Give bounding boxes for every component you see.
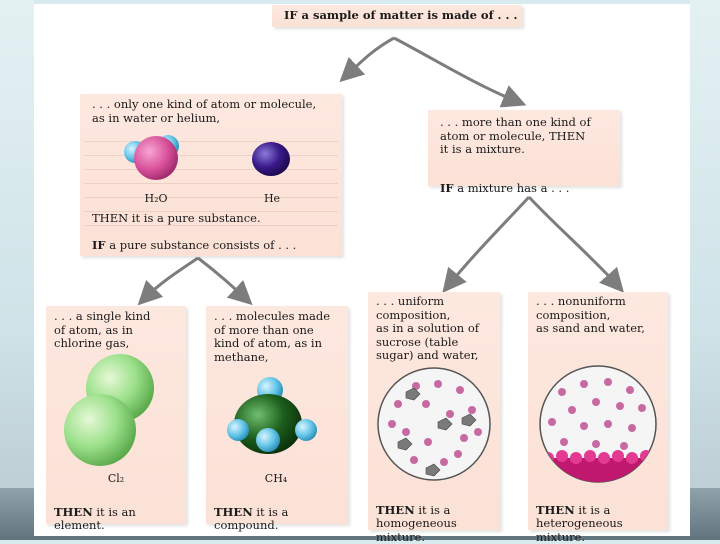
arrow-pure-left <box>137 256 199 306</box>
heterogeneous-description: . . . nonuniform composition, as sand an… <box>536 294 645 335</box>
pure-then-text: THEN it is a pure substance. <box>92 211 261 225</box>
homogeneous-then-line: THEN it is a homogeneous mixture. <box>376 490 457 544</box>
homogeneous-box: . . . uniform composition, as in a solut… <box>368 292 500 543</box>
heterogeneous-box: . . . nonuniform composition, as sand an… <box>528 292 668 543</box>
compound-box: . . . molecules made of more than one ki… <box>206 306 348 532</box>
compound-formula: CH₄ <box>264 472 288 485</box>
compound-then-text: it is a compound. <box>214 504 289 532</box>
question-top-text: IF a sample of matter is made of . . . <box>284 8 518 22</box>
element-description: . . . a single kind of atom, as in chlor… <box>54 309 151 350</box>
water-label: H₂O <box>144 192 168 205</box>
element-then-line: THEN it is an element. <box>54 492 136 533</box>
sand-water-mixture-icon <box>539 365 657 483</box>
helium-atom-icon <box>252 142 290 176</box>
solution-illustration <box>377 367 491 481</box>
mixture-description: . . . more than one kind of atom or mole… <box>440 115 591 156</box>
element-formula: Cl₂ <box>107 472 125 485</box>
methane-molecule-icon <box>227 377 317 454</box>
mixture-box: . . . more than one kind of atom or mole… <box>428 110 620 194</box>
compound-description: . . . molecules made of more than one ki… <box>214 309 331 364</box>
molecule-illustrations <box>124 135 290 180</box>
pure-if-keyword: IF <box>92 237 106 252</box>
heterogeneous-then-keyword: THEN <box>536 502 575 517</box>
heterogeneous-then-line: THEN it is a heterogeneous mixture. <box>536 490 623 544</box>
arrow-top-left <box>339 36 395 83</box>
mixture-if-line: IF a mixture has a . . . <box>440 168 569 195</box>
pure-substance-box: . . . only one kind of atom or molecule,… <box>80 94 342 256</box>
question-box-top: IF a sample of matter is made of . . . <box>272 5 522 27</box>
methane-illustration <box>227 377 317 454</box>
pure-if-text: a pure substance consists of . . . <box>105 237 297 252</box>
chlorine-molecule-icon <box>64 354 154 466</box>
element-then-keyword: THEN <box>54 504 93 519</box>
flow-arrows <box>137 36 624 306</box>
sand-water-illustration <box>539 365 657 483</box>
arrow-top-right <box>393 36 527 108</box>
arrow-mix-right <box>527 195 624 293</box>
water-molecule-icon <box>124 135 179 180</box>
pure-if-line: IF a pure substance consists of . . . <box>92 225 296 252</box>
chlorine-illustration <box>64 354 154 466</box>
pure-description: . . . only one kind of atom or molecule,… <box>92 97 317 125</box>
mixture-if-keyword: IF <box>440 180 454 195</box>
compound-then-line: THEN it is a compound. <box>214 492 288 533</box>
sucrose-solution-icon <box>377 367 491 481</box>
slide-background-right <box>690 0 720 540</box>
homogeneous-description: . . . uniform composition, as in a solut… <box>376 294 480 362</box>
element-then-text: it is an element. <box>54 504 136 532</box>
element-box: . . . a single kind of atom, as in chlor… <box>46 306 186 532</box>
diagram-page: IF a sample of matter is made of . . . .… <box>34 4 690 543</box>
arrow-mix-left <box>442 195 531 293</box>
arrow-pure-right <box>197 256 253 306</box>
compound-then-keyword: THEN <box>214 504 253 519</box>
helium-label: He <box>263 192 281 205</box>
homogeneous-then-keyword: THEN <box>376 502 415 517</box>
slide-background-left <box>0 0 34 540</box>
mixture-if-text: a mixture has a . . . <box>453 180 570 195</box>
